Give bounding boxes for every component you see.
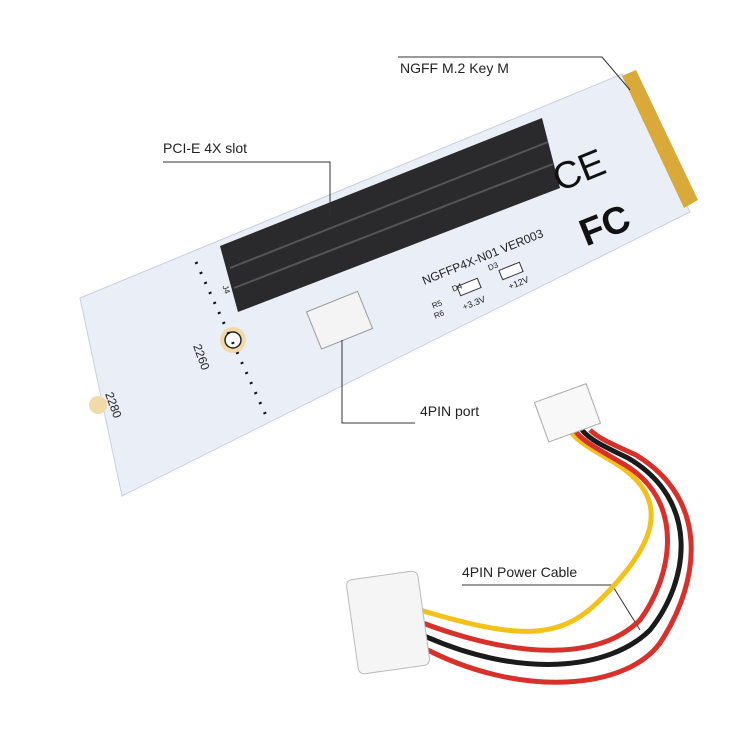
callout-cable: 4PIN Power Cable	[462, 564, 578, 580]
small-4pin-connector	[533, 383, 602, 443]
pcie-slot	[220, 118, 560, 312]
callout-port: 4PIN port	[420, 403, 480, 419]
m2-adapter-board	[79, 73, 691, 497]
molex-connector	[346, 570, 431, 675]
notch-2280	[89, 396, 107, 414]
4pin-port	[305, 290, 374, 350]
gold-fingers	[622, 70, 698, 208]
callout-slot: PCI-E 4X slot	[163, 140, 248, 156]
callout-key-m: NGFF M.2 Key M	[400, 60, 509, 76]
